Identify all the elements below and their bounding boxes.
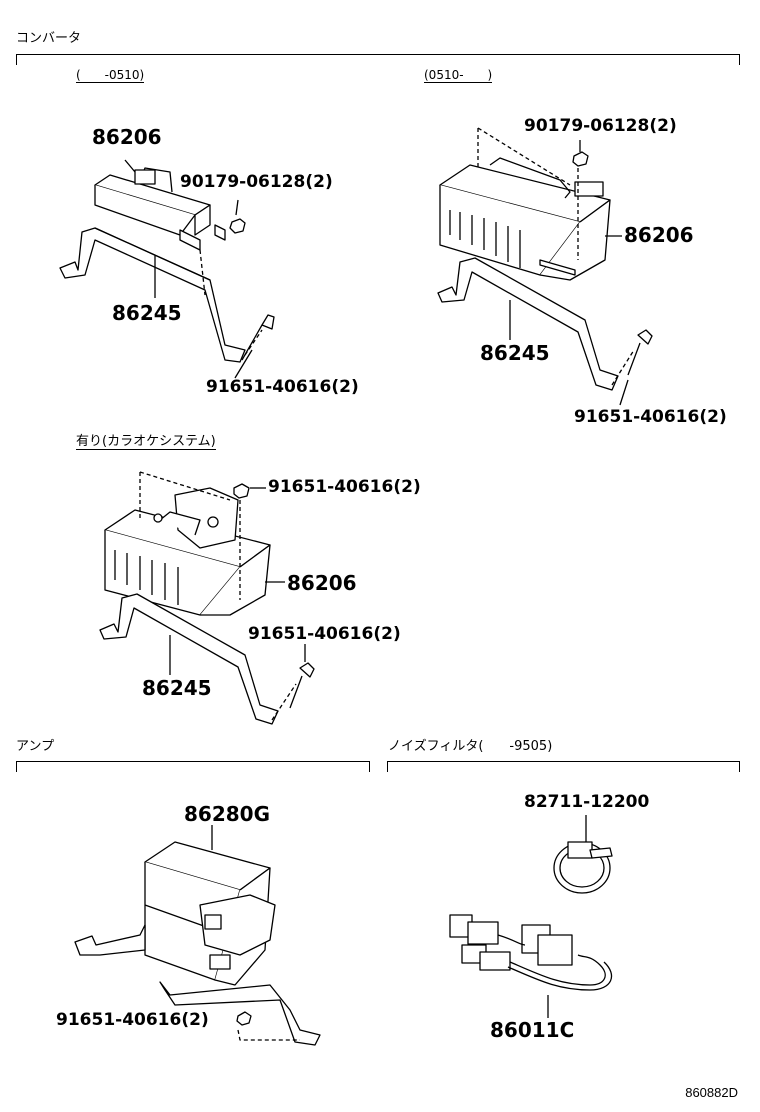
diagram-code: 860882D	[685, 1085, 738, 1100]
label-karaoke-unit: 86206	[287, 571, 357, 595]
label-karaoke-bracket: 86245	[142, 676, 212, 700]
note-range-before: ( -0510)	[76, 68, 145, 83]
label-converter-new-nut: 90179-06128(2)	[524, 116, 677, 136]
label-clamp: 82711-12200	[524, 792, 650, 812]
clamp-icon	[553, 841, 613, 894]
label-converter-old-nut: 90179-06128(2)	[180, 172, 333, 192]
label-converter-old-bolt: 91651-40616(2)	[206, 377, 359, 397]
section-converter-title: コンバータ	[16, 31, 82, 46]
label-noise-filter: 86011C	[490, 1018, 575, 1042]
label-converter-new-bracket: 86245	[480, 341, 550, 365]
section-converter-bracket	[16, 54, 740, 65]
amp-unit	[144, 841, 276, 986]
label-converter-new-bolt: 91651-40616(2)	[574, 407, 727, 427]
leader-bolt-new	[619, 379, 629, 406]
label-converter-old-unit: 86206	[92, 125, 162, 149]
label-karaoke-nut: 91651-40616(2)	[268, 477, 421, 497]
note-karaoke: 有り(カラオケシステム)	[76, 434, 216, 450]
dash-old	[199, 249, 206, 296]
converter-new-bracket	[437, 257, 619, 391]
leader-bolt-old	[234, 349, 253, 379]
section-amp-title: アンプ	[16, 739, 55, 754]
converter-new-unit	[439, 157, 611, 281]
converter-old-unit	[94, 167, 226, 251]
nut-icon	[572, 151, 589, 167]
bolt-icon	[289, 662, 315, 709]
label-converter-new-unit: 86206	[624, 223, 694, 247]
label-amp-unit: 86280G	[184, 802, 270, 826]
label-karaoke-bolt: 91651-40616(2)	[248, 624, 401, 644]
noise-filter-harness	[449, 914, 613, 991]
amp-bracket	[74, 924, 321, 1046]
leader-86206-old	[124, 159, 136, 173]
note-range-after: (0510- )	[424, 68, 493, 83]
section-noise-filter-bracket	[387, 761, 740, 772]
nut-icon	[229, 218, 246, 234]
karaoke-bracket	[99, 593, 279, 725]
section-noise-filter-title: ノイズフィルタ( -9505)	[388, 739, 553, 754]
nut-icon	[233, 483, 250, 499]
bolt-icon	[236, 1011, 252, 1026]
bolt-icon	[627, 329, 653, 376]
karaoke-unit	[104, 487, 271, 616]
section-amp-bracket	[16, 761, 370, 772]
label-amp-bolt: 91651-40616(2)	[56, 1010, 209, 1030]
converter-old-bracket	[59, 227, 246, 363]
leader-nut-old	[235, 199, 239, 216]
label-converter-old-bracket: 86245	[112, 301, 182, 325]
